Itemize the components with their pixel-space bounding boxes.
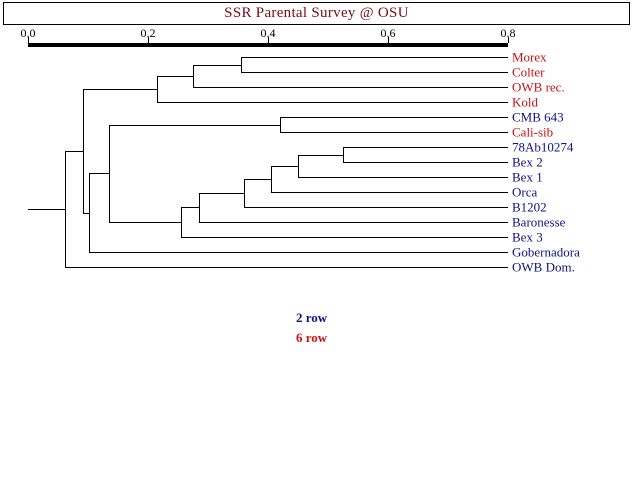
node-n7 <box>271 165 272 192</box>
branch-to-n10 <box>109 222 181 224</box>
branch-to-Kold <box>157 102 508 103</box>
legend-item-6-row: 6 row <box>296 330 328 345</box>
branch-to-n5 <box>298 154 343 156</box>
leaf-label-kold: Kold <box>512 94 538 110</box>
axis-bar <box>28 43 508 47</box>
node-n3 <box>157 75 158 102</box>
root-stub <box>28 208 66 210</box>
branch-to-OWB Dom. <box>65 267 508 268</box>
branch-to-B1202 <box>244 207 508 208</box>
branch-to-n1 <box>193 64 241 66</box>
leaf-label-bex-3: Bex 3 <box>512 229 543 245</box>
branch-to-n4 <box>109 124 280 126</box>
leaf-label-bex-2: Bex 2 <box>512 154 543 170</box>
leaf-label-cmb-643: CMB 643 <box>512 109 564 125</box>
branch-to-CMB 643 <box>280 117 508 118</box>
distance-axis: 0.0 0.2 0.4 0.6 0.8 <box>0 26 640 50</box>
axis-tick <box>148 37 149 43</box>
branch-to-n9 <box>181 207 199 209</box>
leaf-label-orca: Orca <box>512 184 538 200</box>
axis-tick <box>508 37 509 43</box>
branch-to-Bex 1 <box>298 177 508 178</box>
node-n14 <box>65 150 67 267</box>
branch-to-Orca <box>271 192 508 193</box>
leaf-label-morex: Morex <box>512 49 547 65</box>
branch-to-n8 <box>199 192 244 194</box>
branch-to-n13 <box>65 150 84 152</box>
branch-to-n11 <box>89 173 109 175</box>
branch-to-n2 <box>157 75 193 77</box>
node-n10 <box>181 207 182 237</box>
branch-to-Morex <box>241 57 508 58</box>
leaf-label-owb-dom: OWB Dom. <box>512 259 575 275</box>
branch-to-Cali-sib <box>280 132 508 133</box>
branch-to-78Ab10274 <box>343 147 508 148</box>
title-box: SSR Parental Survey @ OSU <box>3 2 630 25</box>
leaf-label-78ab10274: 78Ab10274 <box>512 139 574 155</box>
axis-tick-label: 0.0 <box>20 26 36 40</box>
leaf-label-b1202: B1202 <box>512 199 547 215</box>
legend-item-2-row: 2 row <box>296 310 328 325</box>
node-n1 <box>241 57 242 72</box>
leaf-label-gobernadora: Gobernadora <box>512 244 580 260</box>
branch-to-Colter <box>241 72 508 73</box>
node-n5 <box>343 147 344 162</box>
legend: 2 row 6 row <box>296 308 327 348</box>
leaf-label-cali-sib: Cali-sib <box>512 124 554 140</box>
leaf-label-colter: Colter <box>512 64 545 80</box>
axis-tick-label: 0.8 <box>500 26 516 40</box>
axis-tick <box>388 37 389 43</box>
axis-tick-label: 0.4 <box>260 26 276 40</box>
node-n9 <box>199 192 200 222</box>
branch-to-n7 <box>244 178 271 180</box>
node-n2 <box>193 64 194 87</box>
axis-tick <box>268 37 269 43</box>
axis-tick-label: 0.6 <box>380 26 396 40</box>
node-n12 <box>89 173 91 252</box>
leaf-label-owb-rec: OWB rec. <box>512 79 565 95</box>
leaf-label-baronesse: Baronesse <box>512 214 566 230</box>
node-n4 <box>280 117 281 132</box>
branch-to-OWB rec. <box>193 87 508 88</box>
branch-to-n3 <box>83 88 157 90</box>
branch-to-Baronesse <box>199 222 508 223</box>
page-title: SSR Parental Survey @ OSU <box>224 5 409 21</box>
node-n6 <box>298 154 299 177</box>
axis-tick-label: 0.2 <box>140 26 156 40</box>
branch-to-Bex 2 <box>343 162 508 163</box>
branch-to-Bex 3 <box>181 237 508 238</box>
branch-to-Gobernadora <box>89 252 508 253</box>
branch-to-n6 <box>271 165 298 167</box>
node-n11 <box>109 124 110 223</box>
branch-to-n12 <box>83 212 90 214</box>
axis-tick <box>28 37 29 43</box>
node-n13 <box>83 88 85 213</box>
node-n8 <box>244 178 245 207</box>
leaf-label-bex-1: Bex 1 <box>512 169 543 185</box>
